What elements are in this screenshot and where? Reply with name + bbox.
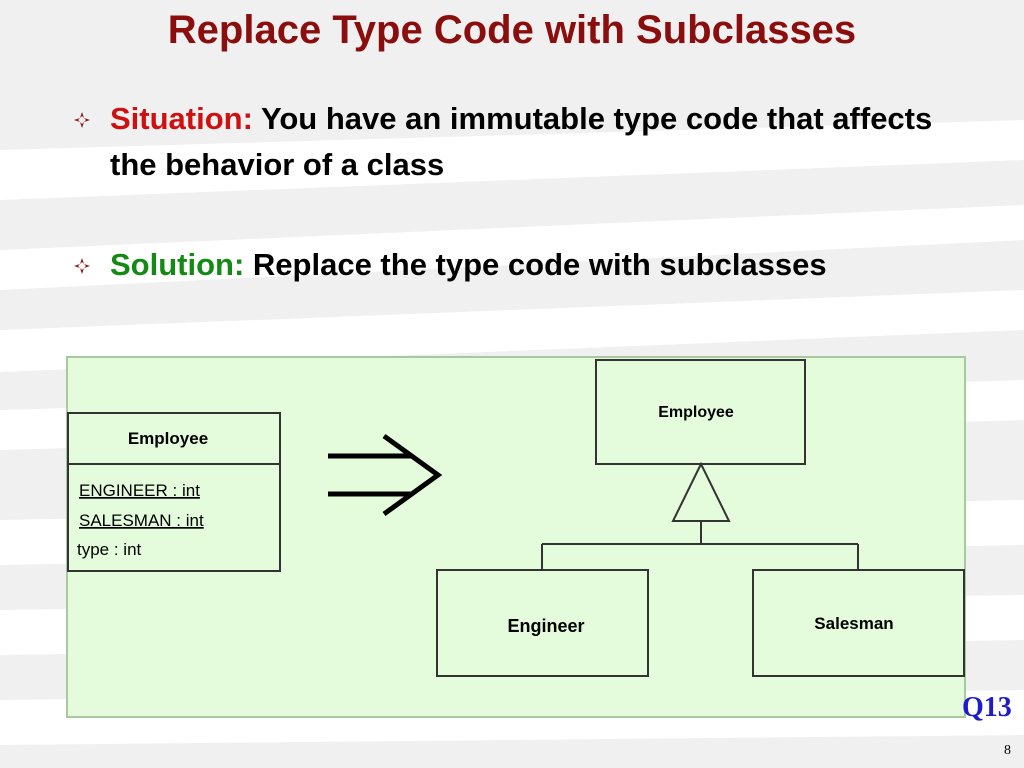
salesman-class-name: Salesman (814, 614, 893, 633)
after-parent-name: Employee (658, 404, 734, 421)
solution-text: Replace the type code with subclasses (252, 247, 827, 282)
solution-label: Solution: (110, 247, 245, 282)
after-employee-class: Employee (595, 359, 806, 465)
question-tag: Q13 (962, 692, 1012, 723)
before-class-name: Employee (128, 429, 208, 448)
diamond-bullet-icon (74, 258, 90, 274)
engineer-class: Engineer (436, 569, 649, 677)
bullet-solution: Solution: Replace the type code with sub… (74, 242, 974, 288)
page-number: 8 (1004, 743, 1011, 758)
before-attr-type: type : int (77, 540, 142, 559)
before-attr-salesman: SALESMAN : int (79, 511, 204, 530)
situation-text: You have an immutable type code that aff… (110, 101, 933, 182)
before-employee-class: Employee ENGINEER : int SALESMAN : int t… (67, 412, 281, 572)
before-attr-engineer: ENGINEER : int (79, 481, 200, 500)
bullet-list: Situation: You have an immutable type co… (74, 96, 974, 288)
bullet-situation: Situation: You have an immutable type co… (74, 96, 974, 188)
engineer-class-name: Engineer (507, 616, 584, 636)
situation-label: Situation: (110, 101, 253, 136)
salesman-class: Salesman (752, 569, 965, 677)
diamond-bullet-icon (74, 112, 90, 128)
uml-diagram: Employee ENGINEER : int SALESMAN : int t… (66, 356, 966, 718)
inheritance-connector (541, 461, 859, 570)
slide-title: Replace Type Code with Subclasses (167, 8, 857, 52)
refactoring-arrow-icon (328, 433, 443, 517)
